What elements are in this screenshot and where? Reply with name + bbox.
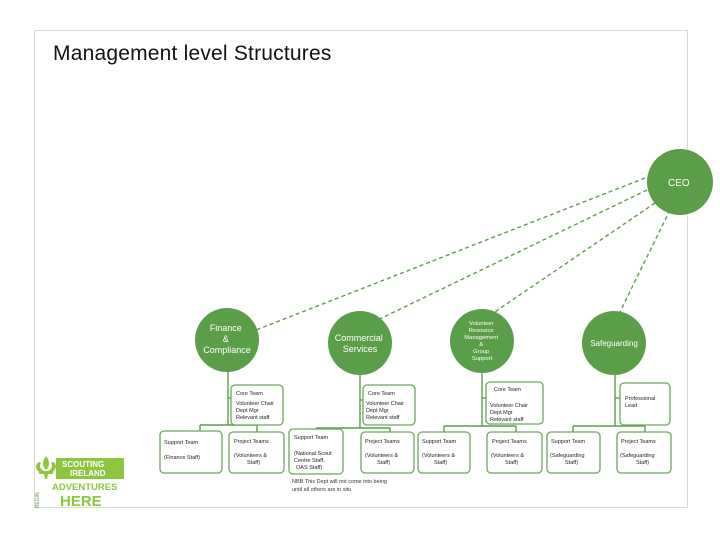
svg-text:Core Team Volunteer Chai: Core Team Volunteer Chair Dept Mgr Relev… (366, 391, 405, 421)
svg-text:Project Teams (Volunteer: Project Teams (Volunteers & Staff) (365, 439, 401, 466)
ceo-node: CEO (647, 149, 713, 215)
team-box: Support Team (Finance Staff) (159, 430, 223, 474)
connector-ceo-safeguarding (615, 209, 671, 321)
svg-text:Volunteer Resource: Volunteer Resource Management & Group Su… (464, 321, 499, 362)
svg-text:Finance & Complian: Finance & Compliance (203, 323, 251, 355)
dept-label: Services (343, 344, 378, 354)
svg-text:Project Teams (Safeguard: Project Teams (Safeguarding Staff) (620, 439, 657, 466)
dept-label: Volunteer (469, 321, 494, 327)
logo-text: SCOUTING (62, 460, 104, 469)
dept-node-commercial: Commercial Services (328, 311, 392, 375)
svg-text:Core Team Volunteer Chai: Core Team Volunteer Chair Dept Mgr Relev… (490, 387, 529, 423)
dept-label: & (479, 342, 483, 348)
logo-banner (56, 458, 124, 479)
connector-ceo-finance (255, 177, 646, 331)
team-box: Support Team (Safeguarding Staff) (546, 431, 601, 474)
core-box: Core Team Volunteer Chair Dept Mgr Relev… (230, 384, 284, 426)
connector-ceo-volunteer (479, 202, 656, 323)
svg-text:Project Teams (Volunteer: Project Teams (Volunteers & Staff) (234, 439, 270, 466)
svg-text:Core Team Volunteer Chai: Core Team Volunteer Chair Dept Mgr Relev… (236, 391, 275, 421)
core-box: Professional Lead (619, 382, 671, 426)
logo-text: HERE (60, 493, 102, 510)
svg-text:Commercial Services: Commercial Services (335, 333, 386, 354)
connector-ceo-commercial (360, 189, 648, 329)
dept-label: Commercial (335, 333, 383, 343)
svg-text:Support Team (Safeguardi: Support Team (Safeguarding Staff) (550, 439, 587, 466)
dept-label: Management (464, 335, 498, 341)
svg-text:Support Team (Volunteers: Support Team (Volunteers & Staff) (422, 439, 458, 466)
svg-text:Support Team (National S: Support Team (National Scout Centre Staf… (294, 435, 333, 471)
logo-text: ADVENTURES (52, 482, 117, 493)
ceo-connectors (255, 177, 671, 331)
svg-text:Safeguarding: Safeguarding (590, 339, 638, 348)
logo-vertical-text: BEGIN (35, 492, 41, 508)
logo-text: IRELAND (70, 469, 106, 478)
dept-label: Group (473, 349, 489, 355)
svg-text:Project Teams (Volunteer: Project Teams (Volunteers & Staff) (491, 439, 528, 466)
core-box: Core Team Volunteer Chair Dept Mgr Relev… (485, 381, 544, 425)
dept-label: Support (472, 356, 493, 362)
dept-label: Resource (469, 328, 494, 334)
fleur-de-lis-icon (36, 456, 56, 479)
dept-node-safeguarding: Safeguarding (582, 311, 646, 375)
dept-label: Compliance (203, 345, 251, 355)
core-box: Core Team Volunteer Chair Dept Mgr Relev… (362, 384, 416, 426)
ceo-label: CEO (668, 178, 690, 189)
team-box: Support Team (Volunteers & Staff) (417, 431, 471, 474)
dept-label: Safeguarding (590, 339, 638, 348)
scouting-ireland-logo: SCOUTING IRELAND BEGIN ADVENTURES HERE (35, 456, 124, 510)
team-box: Project Teams (Safeguarding Staff) (616, 431, 672, 474)
team-box: Project Teams (Volunteers & Staff) (486, 431, 543, 474)
dept-label: Finance (210, 323, 242, 333)
dept-node-finance: Finance & Compliance (195, 308, 259, 372)
footnote: NBB This Dept will not come into being u… (292, 479, 389, 493)
team-box: Project Teams (Volunteers & Staff) (360, 431, 415, 474)
dept-node-volunteer: Volunteer Resource Management & Group Su… (450, 309, 514, 373)
slide-title: Management level Structures (53, 42, 332, 65)
dept-connectors (199, 368, 646, 432)
svg-text:Professional Lead: Professional Lead (625, 396, 657, 409)
dept-label: & (223, 334, 229, 344)
svg-text:Support Team (Finance St: Support Team (Finance Staff) (164, 440, 200, 461)
team-box: Project Teams (Volunteers & Staff) (228, 431, 285, 474)
team-box: Support Team (National Scout Centre Staf… (288, 428, 344, 475)
